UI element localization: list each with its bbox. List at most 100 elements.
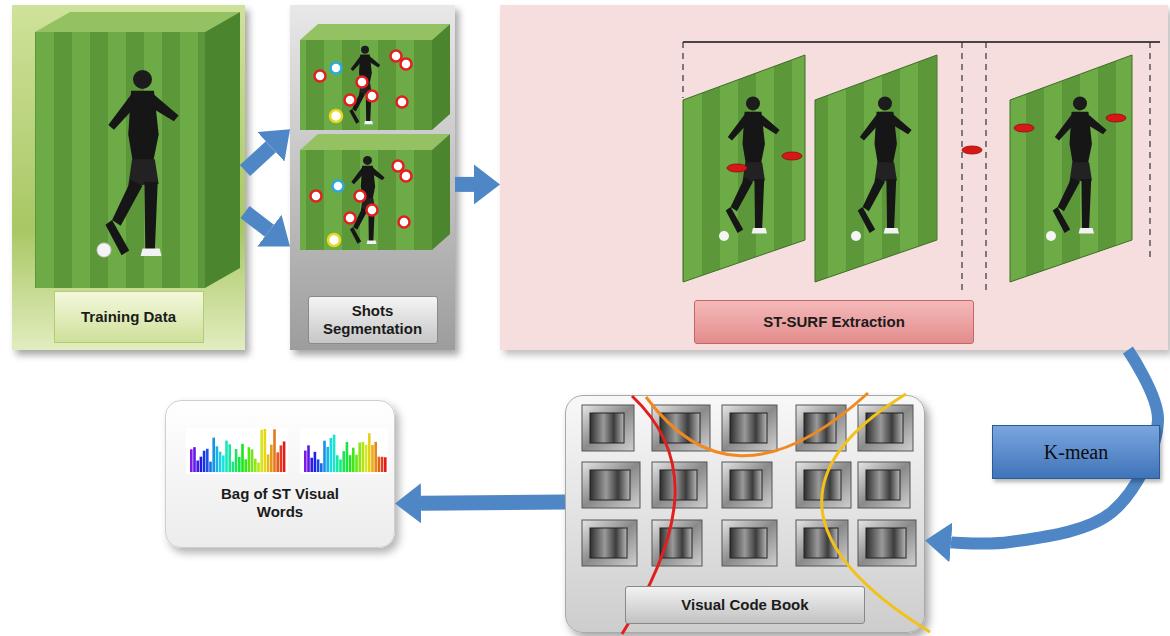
histogram-bar xyxy=(260,430,263,472)
interest-point xyxy=(355,191,366,202)
codeword-thumbnail xyxy=(796,520,848,566)
cube-side xyxy=(205,12,240,288)
histogram xyxy=(190,429,285,472)
codeword-thumbnail xyxy=(722,462,772,508)
ball xyxy=(97,243,111,257)
histogram-bar xyxy=(248,447,251,472)
histogram-bar xyxy=(378,457,381,472)
interest-point xyxy=(401,171,412,182)
histogram-bar xyxy=(304,451,307,472)
histogram-bar xyxy=(196,461,199,472)
node-label: Shots Segmentation xyxy=(308,296,438,344)
codeword-thumbnail xyxy=(722,405,777,451)
codeword-thumbnail xyxy=(730,470,762,500)
cluster-boundary xyxy=(822,394,930,632)
histogram-bar xyxy=(368,433,371,472)
histogram-bar xyxy=(276,452,279,472)
frame-stack xyxy=(683,42,1160,290)
histogram-bar xyxy=(267,454,270,472)
cube-front xyxy=(300,40,432,130)
histogram-bar xyxy=(264,429,267,472)
cube-front xyxy=(35,32,205,288)
histogram-bar xyxy=(219,452,222,472)
histogram-bar xyxy=(200,457,203,472)
codeword-thumbnail xyxy=(866,470,900,500)
edge-label: K-mean xyxy=(992,425,1160,479)
interest-point xyxy=(311,161,412,228)
histogram-bar xyxy=(212,438,215,472)
st-feature xyxy=(1014,124,1034,132)
histogram-bar xyxy=(349,455,352,472)
codeword-thumbnail xyxy=(858,462,910,508)
histogram-bar xyxy=(222,455,225,472)
codeword-thumbnail xyxy=(660,413,700,443)
codeword-thumbnail xyxy=(582,520,637,566)
histogram-bar xyxy=(358,443,361,472)
histogram-bar xyxy=(241,444,244,472)
histogram-bar xyxy=(244,459,247,472)
histogram-panel xyxy=(186,428,388,474)
node-label: Visual Code Book xyxy=(625,586,865,624)
video-frame xyxy=(1010,55,1132,282)
node-label: Training Data xyxy=(54,291,204,343)
codeword-thumbnail xyxy=(858,405,913,451)
interest-point xyxy=(399,217,410,228)
histogram-bar xyxy=(257,462,260,472)
histogram-bar xyxy=(326,447,329,472)
player-figure xyxy=(349,46,380,124)
histogram-bar xyxy=(235,449,238,472)
histogram-bar xyxy=(307,445,310,472)
histogram-bar xyxy=(362,442,365,472)
codeword-thumbnail xyxy=(582,462,640,508)
histogram-bar xyxy=(280,445,283,472)
codeword-thumbnail xyxy=(858,405,913,451)
histogram-bar xyxy=(352,448,355,472)
flow-arrow xyxy=(421,502,565,503)
player-figure xyxy=(105,70,178,256)
histogram-bar xyxy=(310,458,313,472)
codeword-thumbnail xyxy=(866,528,906,558)
histogram-bar xyxy=(232,462,235,472)
codeword-thumbnail xyxy=(652,462,707,508)
histogram-bar xyxy=(203,451,206,472)
codeword-thumbnail xyxy=(858,520,916,566)
cube-top xyxy=(300,24,450,40)
player-figure xyxy=(350,156,385,244)
interest-point xyxy=(393,161,404,172)
volume-edge xyxy=(961,42,962,290)
histogram-bar xyxy=(283,441,286,472)
histogram-bar xyxy=(209,462,212,472)
histogram-bar xyxy=(251,449,254,472)
player-figure xyxy=(726,96,780,233)
codeword-thumbnail xyxy=(730,413,767,443)
histogram-bar xyxy=(381,457,384,472)
codeword-thumbnail xyxy=(796,520,848,566)
cluster-boundary xyxy=(622,393,930,634)
training-cube xyxy=(35,12,240,288)
codeword-thumbnail xyxy=(652,405,710,451)
video-frame xyxy=(815,55,937,282)
flow-arrow xyxy=(245,212,269,231)
histogram-bar xyxy=(225,441,228,472)
ball xyxy=(851,231,861,241)
codeword-thumbnail xyxy=(652,462,707,508)
codeword-thumbnail xyxy=(590,413,624,443)
cube-side xyxy=(432,24,450,130)
cube-front xyxy=(300,150,432,250)
histogram-bar xyxy=(346,442,349,472)
interest-point xyxy=(401,59,412,70)
histogram-bar xyxy=(336,455,339,472)
histogram-ground xyxy=(300,428,388,474)
codeword-thumbnail xyxy=(582,520,637,566)
volume-edge xyxy=(683,42,1150,290)
st-feature xyxy=(1106,114,1126,122)
codeword-thumbnail xyxy=(660,470,697,500)
interest-point xyxy=(391,51,402,62)
node-label: Bag of ST Visual Words xyxy=(215,485,345,521)
interest-point xyxy=(311,191,322,202)
histogram-bar xyxy=(270,445,273,472)
flow-arrow xyxy=(245,147,271,171)
codeword-thumbnail xyxy=(590,528,627,558)
histogram-bar xyxy=(238,457,241,472)
